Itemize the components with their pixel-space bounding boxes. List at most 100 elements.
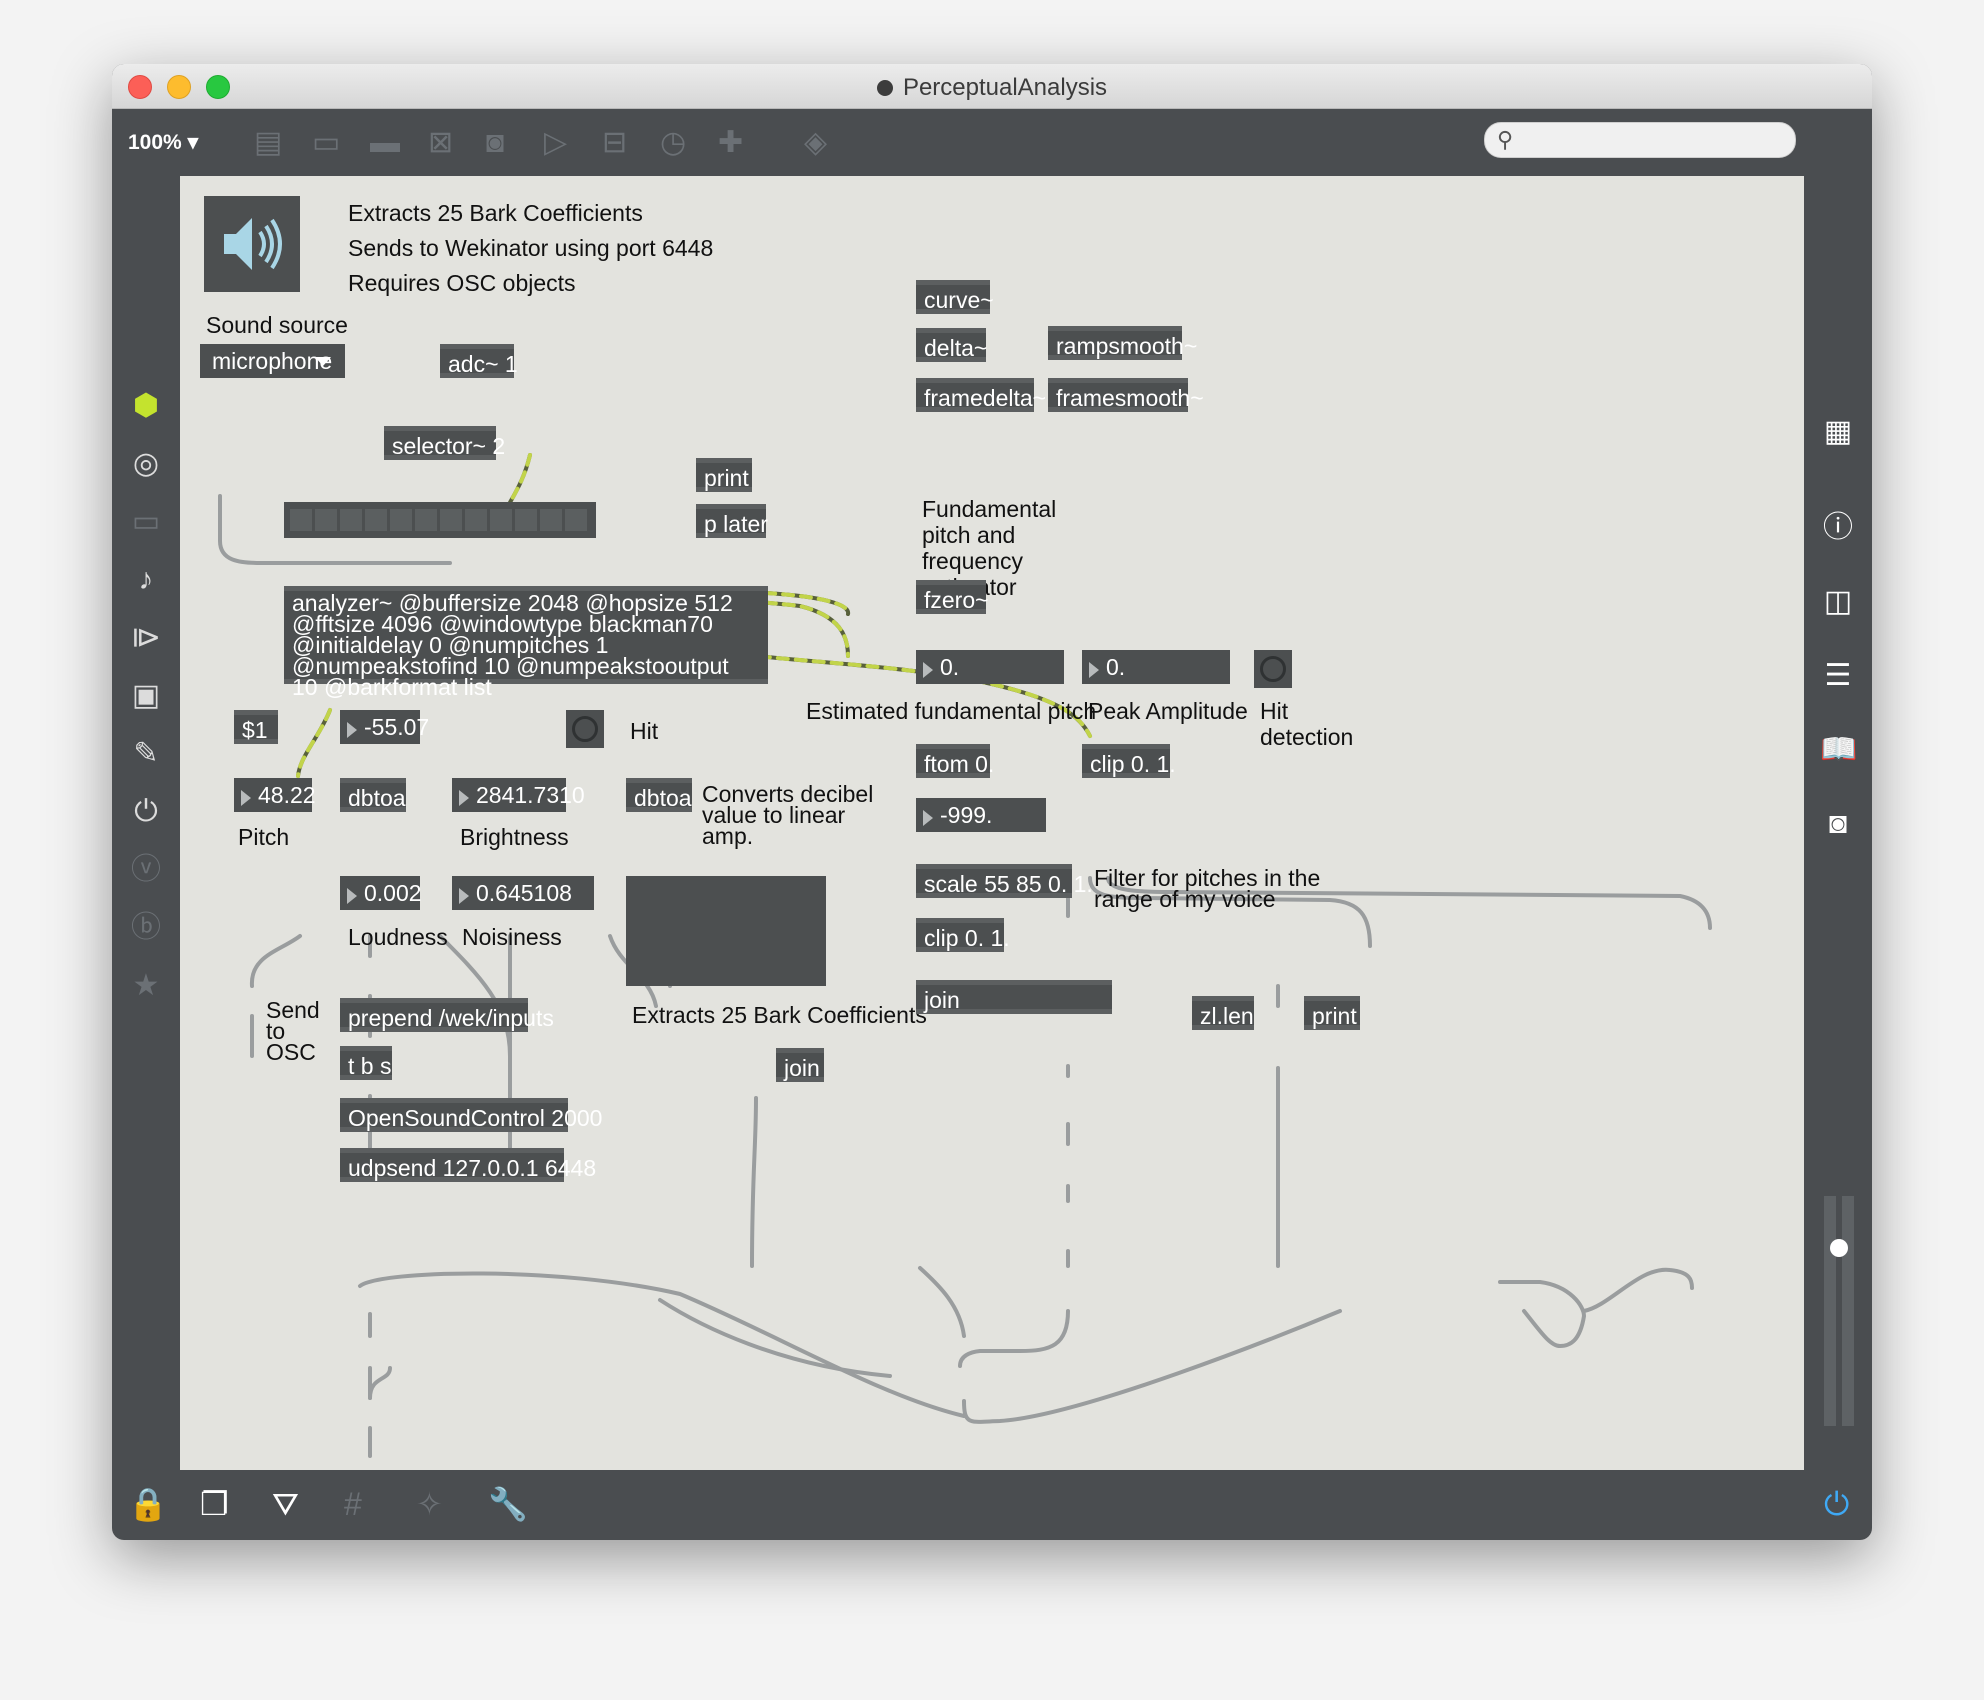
object-print-top[interactable]: print [696, 458, 752, 492]
number-brightness[interactable]: 2841.7310 [452, 778, 585, 812]
paperclip-icon[interactable]: ✎ [133, 737, 159, 770]
meter-segment [465, 509, 487, 531]
grid-view-icon[interactable]: ▦ [1823, 415, 1853, 448]
object-print-bottom[interactable]: print [1304, 996, 1360, 1030]
top-toolbar: 100% ▾ ▤ ▭ ▬ ⊠ ◙ ▷ ⊟ ◷ ✚ ◈ ⚲ [112, 108, 1872, 176]
patcher-canvas[interactable]: Extracts 25 Bark Coefficients Sends to W… [180, 176, 1804, 1470]
sound-source-menu[interactable]: microphone [200, 344, 345, 378]
plug-icon[interactable]: ⏻ [134, 795, 158, 828]
music-note-icon[interactable]: ♪ [138, 563, 154, 596]
window-title: PerceptualAnalysis [112, 74, 1872, 102]
meter-segment [440, 509, 462, 531]
bang-hit[interactable] [566, 710, 604, 748]
minimize-window-button[interactable] [167, 75, 191, 99]
add-icon[interactable]: ✚ [718, 126, 744, 159]
dsp-power-icon[interactable]: ⏻ [1824, 1486, 1850, 1522]
number-peak-amplitude[interactable]: 0. [1082, 650, 1230, 684]
meter-segment [515, 509, 537, 531]
presentation-strip-icon[interactable]: ▭ [131, 505, 161, 538]
info-icon[interactable]: ⓘ [1823, 511, 1853, 544]
number-loudness-db[interactable]: -55.07 [340, 710, 429, 744]
snapshot-camera-icon[interactable]: ◙ [1828, 807, 1848, 840]
object-prepend[interactable]: prepend /wek/inputs [340, 998, 554, 1032]
object-zl-len[interactable]: zl.len [1192, 996, 1254, 1030]
object-curve[interactable]: curve~ [916, 280, 994, 314]
meter-segment [565, 509, 587, 531]
search-field[interactable]: ⚲ [1484, 122, 1796, 158]
reference-book-icon[interactable]: 📖 [1820, 733, 1858, 766]
object-analyzer[interactable]: analyzer~ @buffersize 2048 @hopsize 512 … [284, 586, 768, 699]
paint-bucket-icon[interactable]: ◈ [804, 126, 828, 159]
bang-hit-detection[interactable] [1254, 650, 1292, 688]
columns-icon[interactable]: ◫ [1823, 585, 1853, 618]
object-framesmooth[interactable]: framesmooth~ [1048, 378, 1204, 412]
object-p-later[interactable]: p later [696, 504, 768, 538]
object-palette-cube-icon[interactable]: ⬢ [132, 389, 160, 422]
object-ftom[interactable]: ftom 0. [916, 744, 994, 778]
new-slider-icon[interactable]: ⊟ [602, 126, 628, 159]
comment-brightness: Brightness [460, 824, 569, 850]
number-fundamental-pitch[interactable]: 0. [916, 650, 1064, 684]
new-object-icon[interactable]: ▤ [254, 126, 283, 159]
number-noisiness[interactable]: 0.645108 [452, 876, 594, 910]
object-fzero[interactable]: fzero~ [916, 580, 989, 614]
grid-icon[interactable]: # [344, 1486, 362, 1522]
new-comment-icon[interactable]: ▬ [370, 126, 400, 159]
comment-loudness: Loudness [348, 924, 448, 950]
image-icon[interactable]: ▣ [131, 679, 161, 712]
vizzie-v-icon[interactable]: ⓥ [131, 853, 161, 886]
object-framedelta[interactable]: framedelta~ [916, 378, 1046, 412]
meter-segment [540, 509, 562, 531]
zoom-menu[interactable]: 100% ▾ [128, 130, 198, 155]
comment-hit: Hit [630, 718, 659, 744]
list-icon[interactable]: ☰ [1824, 659, 1852, 692]
comment-hit-detection: Hit detection [1260, 698, 1354, 750]
object-join-bark[interactable]: join [776, 1048, 824, 1082]
number-pitch[interactable]: 48.22 [234, 778, 316, 812]
new-number-icon[interactable]: ▷ [544, 126, 568, 159]
object-udpsend[interactable]: udpsend 127.0.0.1 6448 [340, 1148, 596, 1182]
meter-segment [490, 509, 512, 531]
object-clip-pitch[interactable]: clip 0. 1. [916, 918, 1010, 952]
zoom-window-button[interactable] [206, 75, 230, 99]
new-button-icon[interactable]: ⊠ [428, 126, 454, 159]
right-sidebar: ▦ ⓘ ◫ ☰ 📖 ◙ [1804, 176, 1872, 1470]
multislider-bark-coefficients[interactable] [626, 876, 826, 986]
comment-peak-amplitude: Peak Amplitude [1088, 698, 1248, 724]
message-dollar-one[interactable]: $1 [234, 710, 278, 744]
meter-segment [340, 509, 362, 531]
object-dbtoa-bark[interactable]: dbtoa [626, 778, 692, 812]
beap-b-icon[interactable]: ⓑ [131, 911, 161, 944]
close-window-button[interactable] [128, 75, 152, 99]
master-volume-slider[interactable] [1824, 1196, 1854, 1426]
comment-converts-decibel: Converts decibel value to linear amp. [702, 781, 874, 849]
object-delta[interactable]: delta~ [916, 328, 987, 362]
object-rampsmooth[interactable]: rampsmooth~ [1048, 326, 1197, 360]
object-dbtoa-loudness[interactable]: dbtoa [340, 778, 406, 812]
ezadc-speaker-button[interactable] [204, 196, 300, 292]
new-toggle-icon[interactable]: ◙ [486, 126, 505, 159]
windows-icon[interactable]: ❐ [200, 1486, 229, 1522]
comment-header1: Extracts 25 Bark Coefficients [348, 200, 643, 226]
target-icon[interactable]: ◎ [132, 447, 160, 480]
new-message-icon[interactable]: ▭ [312, 126, 341, 159]
number-loudness[interactable]: 0.002 [340, 876, 422, 910]
wrench-icon[interactable]: 🔧 [488, 1486, 528, 1522]
comment-header2: Sends to Wekinator using port 6448 [348, 235, 714, 261]
snap-icon[interactable]: ✧ [416, 1486, 443, 1522]
object-join-features[interactable]: join [916, 980, 1112, 1014]
title-bar: PerceptualAnalysis [112, 64, 1872, 109]
object-t-b-s[interactable]: t b s [340, 1046, 392, 1080]
new-dial-icon[interactable]: ◷ [660, 126, 687, 159]
object-clip-amplitude[interactable]: clip 0. 1. [1082, 744, 1176, 778]
object-selector[interactable]: selector~ 2 [384, 426, 505, 460]
presentation-icon[interactable]: ⛛ [272, 1486, 299, 1522]
lock-icon[interactable]: 🔒 [128, 1486, 168, 1522]
object-adc[interactable]: adc~ 1 [440, 344, 518, 378]
favorites-star-icon[interactable]: ★ [132, 969, 160, 1002]
multislider-bark-display[interactable] [284, 502, 596, 538]
object-scale[interactable]: scale 55 85 0. 1. [916, 864, 1093, 898]
number-ftom-output[interactable]: -999. [916, 798, 1046, 832]
media-icon[interactable]: ⧐ [131, 621, 161, 654]
object-opensoundcontrol[interactable]: OpenSoundControl 2000 [340, 1098, 602, 1132]
